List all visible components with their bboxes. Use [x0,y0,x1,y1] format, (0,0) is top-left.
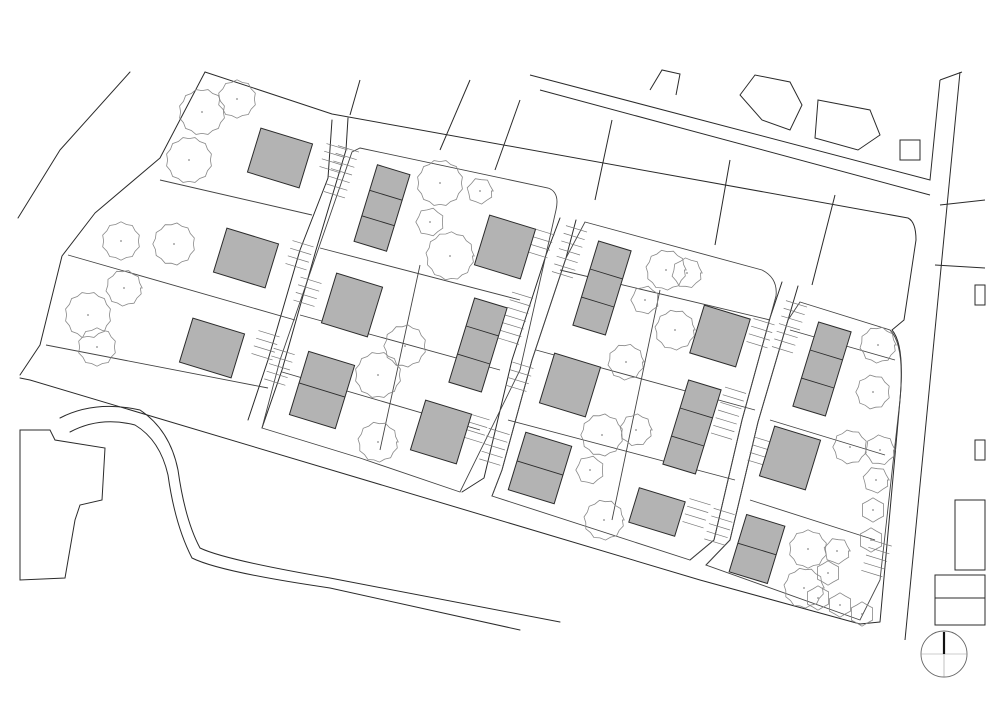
house [178,317,246,379]
parking-bay-group [771,300,808,354]
parking-bay-group [746,318,775,349]
tree [425,231,475,281]
house [628,487,686,537]
tree [179,89,225,135]
house [288,350,356,430]
parking-bay-group [293,276,322,307]
houses [178,127,852,585]
tree [630,285,659,315]
tree [355,352,401,398]
tree [789,529,827,569]
tree [619,413,653,447]
tree [466,178,494,205]
house [212,227,280,289]
parking-bay-group [526,228,555,259]
house [448,297,508,393]
parking-bay-group [861,539,892,578]
parking-bay-group [704,507,735,546]
tree [816,560,840,586]
house [246,127,314,189]
tree [864,434,896,465]
tree [859,326,897,364]
tree [607,343,645,381]
north-arrow-icon [920,630,968,678]
tree [654,309,696,351]
tree [671,257,703,288]
parking-bay-group [479,427,510,466]
tree [645,249,687,291]
house [662,379,722,475]
trees [65,79,897,627]
tree [850,601,874,627]
house [409,399,473,465]
house [473,214,537,280]
tree [828,592,852,618]
tree [832,429,867,465]
house [507,431,573,505]
parking-bay-group [323,145,360,199]
block-outlines [261,147,902,621]
tree [583,499,625,541]
neighbouring-parcels [19,69,986,641]
parking-bay-group [497,291,534,345]
tree [417,160,463,206]
parking-bay-group [710,386,747,440]
tree [65,292,111,338]
tree [415,207,444,237]
tree [580,413,623,457]
parking-bay-group [319,143,348,174]
house [689,304,751,368]
tree [218,79,256,119]
house [538,352,602,418]
parking-bay-group [461,413,490,444]
parking-bay-group [682,498,711,529]
tree [823,538,851,565]
tree [783,567,825,609]
house [320,272,384,338]
parking-bay-group [251,330,280,361]
parking-bay-group [285,240,314,271]
tree [105,269,143,307]
tree [383,324,426,368]
house [353,164,411,252]
access-road [59,117,799,631]
house [758,425,822,491]
tree [855,374,890,410]
house [572,240,632,336]
tree [806,585,830,611]
tree [859,527,883,553]
tree [78,327,116,367]
tree [102,221,140,261]
house [728,513,786,585]
parking-bays [251,143,892,578]
parking-bay-group [551,225,588,279]
house [792,321,852,417]
tree [357,421,399,463]
parking-bay-group [264,347,295,386]
tree [152,222,195,266]
parking-bay-group [505,361,534,392]
tree [575,455,604,485]
tree [861,497,885,523]
tree [166,137,212,183]
tree [862,467,890,494]
